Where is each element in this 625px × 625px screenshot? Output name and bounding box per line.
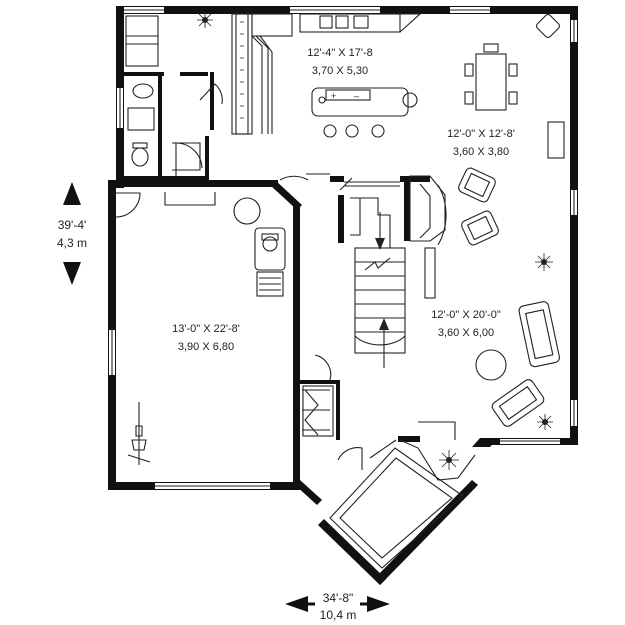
garage-contents xyxy=(127,192,334,465)
windows xyxy=(109,7,577,489)
width-dimension: 34'-8" 10,4 m xyxy=(285,591,390,622)
room-size-metric: 3,60 X 6,00 xyxy=(438,327,494,339)
room-size-imperial: 13'-0" X 22'-8' xyxy=(172,323,240,335)
plant-icon xyxy=(537,414,553,430)
stair-up-arrow-icon xyxy=(379,318,389,368)
room-size-imperial: 12'-4" X 17'-8 xyxy=(307,47,373,59)
laundry-area xyxy=(125,12,223,171)
svg-text:–: – xyxy=(354,91,359,101)
living-furniture xyxy=(424,167,560,430)
water-heater-icon xyxy=(233,197,261,225)
garden-tools-icon xyxy=(127,402,151,465)
stair-down-arrow-icon xyxy=(375,212,385,250)
room-size-metric: 3,90 X 6,80 xyxy=(178,341,234,353)
room-label-dining: 12'-0" X 12'-8' 3,60 X 3,80 xyxy=(447,128,515,158)
plant-icon xyxy=(535,253,553,271)
lawn-mower-icon xyxy=(254,227,286,297)
plant-icon xyxy=(197,12,213,28)
kitchen-island xyxy=(311,87,409,117)
porch xyxy=(318,439,478,585)
depth-dimension: 39'-4' 4,3 m xyxy=(57,182,87,285)
arrow-right-icon xyxy=(367,596,390,612)
fireplace xyxy=(339,175,446,242)
toilet-icon xyxy=(132,83,154,99)
arrow-down-icon xyxy=(63,262,81,285)
room-size-imperial: 12'-0" X 20'-0" xyxy=(431,309,501,321)
room-label-kitchen: 12'-4" X 17'-8 3,70 X 5,30 xyxy=(307,47,373,77)
interior-walls xyxy=(124,72,430,442)
doors xyxy=(115,143,456,470)
depth-metric: 4,3 m xyxy=(57,236,87,250)
plant-icon xyxy=(439,450,459,470)
width-metric: 10,4 m xyxy=(320,608,357,622)
dining-table xyxy=(464,43,518,111)
depth-imperial: 39'-4' xyxy=(58,218,87,232)
room-label-garage: 13'-0" X 22'-8' 3,90 X 6,80 xyxy=(172,323,240,353)
width-imperial: 34'-8" xyxy=(323,591,354,605)
kitchen-cabinets: + – xyxy=(231,13,422,138)
room-label-living: 12'-0" X 20'-0" 3,60 X 6,00 xyxy=(431,309,501,339)
arrow-up-icon xyxy=(63,182,81,205)
armchair-icon xyxy=(535,13,561,39)
room-size-metric: 3,70 X 5,30 xyxy=(312,65,368,77)
svg-text:+: + xyxy=(331,91,336,101)
exterior-walls xyxy=(108,6,578,505)
staircase xyxy=(350,197,406,368)
room-size-imperial: 12'-0" X 12'-8' xyxy=(447,128,515,140)
arrow-left-icon xyxy=(285,596,308,612)
room-size-metric: 3,60 X 3,80 xyxy=(453,146,509,158)
